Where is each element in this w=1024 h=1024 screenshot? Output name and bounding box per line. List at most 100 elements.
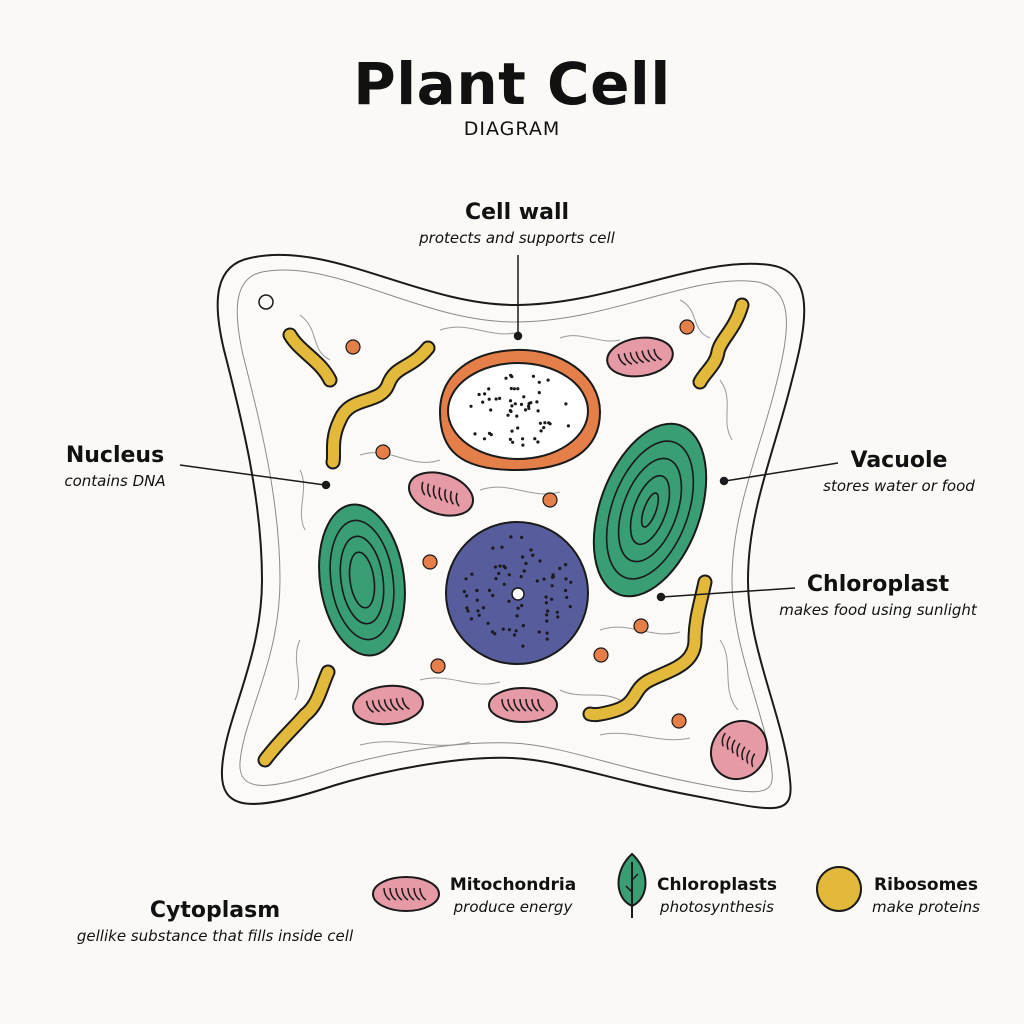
dot — [529, 548, 533, 552]
dot — [555, 610, 559, 614]
chloroplast-desc: makes food using sunlight — [779, 601, 977, 619]
dot — [501, 627, 505, 631]
dot — [564, 563, 568, 567]
page-subtitle: DIAGRAM — [463, 118, 561, 140]
dot — [487, 431, 492, 435]
dot — [521, 555, 525, 559]
dot — [500, 545, 504, 549]
dot — [509, 386, 513, 391]
dot — [494, 397, 498, 401]
dot — [521, 443, 525, 447]
vacuole-organelle — [438, 348, 602, 472]
dot — [510, 429, 514, 433]
label-cytoplasm: Cytoplasm gellike substance that fills i… — [50, 898, 380, 945]
dot — [486, 621, 490, 625]
leader-lines — [179, 255, 839, 602]
cell-wall-name: Cell wall — [464, 200, 570, 225]
dot — [521, 644, 525, 648]
dot — [558, 566, 562, 571]
dot — [481, 606, 486, 610]
dot — [508, 409, 512, 413]
label-vacuole: Vacuole stores water or food — [794, 448, 1004, 495]
dot — [469, 404, 473, 408]
dot — [507, 628, 511, 632]
dot — [531, 553, 535, 557]
dot — [487, 387, 491, 391]
dot — [475, 598, 479, 602]
dot — [568, 605, 572, 609]
dot — [550, 584, 554, 588]
cell-membrane-outline — [236, 269, 787, 793]
dot — [531, 374, 536, 378]
dot — [538, 559, 542, 563]
mitochondrion — [606, 336, 674, 378]
dot — [513, 402, 517, 406]
dot — [564, 588, 568, 593]
dot — [537, 391, 541, 395]
dot — [465, 606, 469, 610]
dot — [509, 373, 513, 377]
dot — [506, 413, 510, 417]
dot — [481, 400, 485, 404]
dot — [550, 597, 554, 601]
dot — [522, 569, 526, 573]
dot — [507, 599, 511, 603]
dot — [519, 575, 523, 579]
dot — [523, 408, 528, 412]
legend-chloroplasts: Chloroplasts photosynthesis — [654, 875, 780, 916]
chloroplast-organelle-large — [592, 422, 708, 598]
dot — [473, 432, 477, 436]
mitochondria-group — [352, 336, 769, 781]
vacuole-name: Vacuole — [850, 448, 948, 473]
legend-mitochondria: Mitochondria produce energy — [445, 875, 581, 916]
dot — [465, 594, 469, 598]
dot — [556, 615, 560, 619]
dot — [545, 637, 549, 641]
nucleus-desc: contains DNA — [64, 472, 166, 490]
dot — [515, 614, 519, 618]
dot — [469, 617, 473, 621]
dot — [537, 630, 541, 634]
dot — [520, 603, 524, 608]
ribosome-dots — [345, 319, 695, 729]
dot — [470, 572, 474, 576]
dot — [507, 573, 511, 577]
dot — [545, 613, 549, 617]
dot — [539, 429, 543, 433]
legend-mitochondria-desc: produce energy — [453, 898, 573, 916]
dot — [477, 613, 481, 617]
cytoplasm-desc: gellike substance that fills inside cell — [76, 927, 354, 945]
dot — [490, 630, 495, 634]
yellow-organelles — [257, 297, 750, 768]
dot — [509, 535, 513, 539]
dot — [516, 426, 520, 430]
dot — [529, 401, 533, 405]
dot — [491, 546, 495, 550]
dot — [527, 404, 531, 408]
dot — [508, 399, 513, 403]
nucleus-name: Nucleus — [65, 443, 165, 468]
mitochondrion — [709, 719, 769, 781]
dot — [508, 437, 512, 441]
dot — [521, 437, 525, 441]
dot — [489, 408, 493, 412]
dot — [538, 421, 543, 425]
dot — [476, 609, 480, 613]
legend-chloroplasts-desc: photosynthesis — [660, 898, 774, 916]
dot — [462, 589, 466, 594]
label-nucleus: Nucleus contains DNA — [20, 443, 210, 490]
dot — [491, 593, 495, 598]
dot — [547, 421, 551, 425]
leaf-icon — [617, 852, 647, 918]
dot — [504, 376, 508, 380]
legend-ribosomes: Ribosomes make proteins — [864, 875, 988, 916]
dot — [494, 577, 498, 581]
dot — [482, 437, 487, 441]
legend-mitochondria-name: Mitochondria — [449, 875, 577, 895]
dot — [527, 406, 531, 410]
mitochondrion — [352, 684, 424, 726]
label-chloroplast: Chloroplast makes food using sunlight — [760, 572, 996, 619]
dot — [546, 609, 550, 613]
dot — [536, 409, 540, 413]
